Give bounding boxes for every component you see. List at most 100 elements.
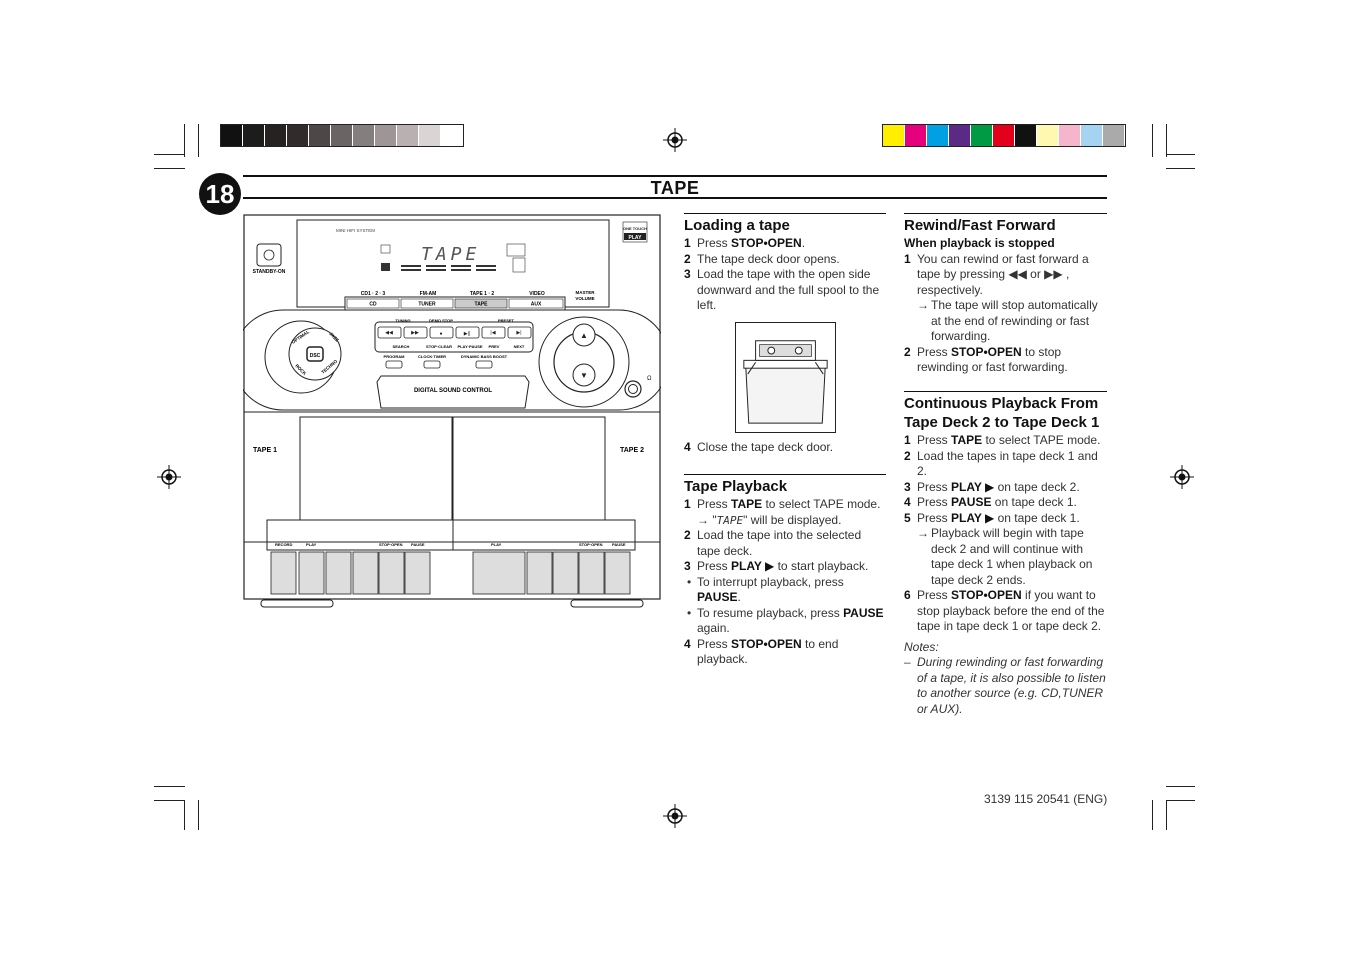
crop-mark — [1166, 800, 1167, 830]
color-swatch — [949, 125, 971, 146]
svg-text:▶||: ▶|| — [464, 331, 470, 337]
rewind-heading: Rewind/Fast Forward — [904, 213, 1107, 235]
dsc-key-label: DSC — [310, 353, 321, 359]
color-calibration-bar — [882, 124, 1126, 147]
grayscale-swatch — [331, 125, 353, 146]
svg-text:▶|: ▶| — [516, 330, 521, 336]
crop-mark — [198, 800, 199, 830]
color-swatch — [905, 125, 927, 146]
grayscale-swatch — [221, 125, 243, 146]
grayscale-swatch — [309, 125, 331, 146]
page-title: TAPE — [650, 178, 700, 198]
mini-hifi-illustration: MINI HIFI SYSTEM TAPE ONE TOUCH PLAY STA… — [243, 214, 661, 608]
grayscale-swatch — [265, 125, 287, 146]
deck1-play: PLAY — [306, 542, 317, 547]
source-top-cd: CD1 · 2 · 3 — [361, 291, 386, 297]
standby-label: STANDBY-ON — [253, 269, 286, 275]
playback-step-1-result: → "TAPE" will be displayed. — [697, 512, 842, 527]
autoplay-badge-top: ONE TOUCH — [623, 226, 647, 231]
transport-demo-stop: DEMO STOP — [429, 318, 453, 323]
registration-mark-icon — [1170, 465, 1194, 489]
color-swatch — [1081, 125, 1103, 146]
color-swatch — [1037, 125, 1059, 146]
deck2-stop-open: STOP·OPEN — [579, 542, 603, 547]
crop-mark — [154, 154, 185, 155]
transport-tuning: TUNING — [395, 318, 410, 323]
playback-bullet-2: •To resume playback, press PAUSE again. — [687, 605, 884, 636]
crop-mark — [1166, 800, 1195, 801]
registration-mark-icon — [157, 465, 181, 489]
crop-mark — [154, 800, 185, 801]
source-key-tape: TAPE — [475, 302, 489, 308]
master-volume-label-1: MASTER — [576, 290, 596, 295]
crop-mark — [184, 124, 185, 157]
crop-mark — [154, 168, 185, 169]
svg-text:▼: ▼ — [580, 371, 588, 380]
deck2-play: PLAY — [491, 542, 502, 547]
loading-heading: Loading a tape — [684, 213, 886, 235]
grayscale-swatch — [243, 125, 265, 146]
transport-next: NEXT — [514, 344, 525, 349]
rewind-section: Rewind/Fast Forward When playback is sto… — [904, 213, 1107, 376]
rewind-subheading: When playback is stopped — [904, 236, 1055, 250]
model-label: MINI HIFI SYSTEM — [336, 228, 375, 233]
svg-text:◀◀: ◀◀ — [385, 330, 393, 336]
crop-mark — [1166, 168, 1195, 169]
source-top-video: VIDEO — [529, 291, 545, 297]
svg-text:▶▶: ▶▶ — [411, 330, 419, 336]
transport-search: SEARCH — [393, 344, 410, 349]
function-program: PROGRAM — [384, 354, 406, 359]
grayscale-calibration-bar — [220, 124, 464, 147]
color-swatch — [883, 125, 905, 146]
continuous-section: Continuous Playback From Tape Deck 2 to … — [904, 391, 1107, 717]
svg-text:Ω: Ω — [647, 376, 652, 382]
registration-mark-icon — [663, 804, 687, 828]
crop-mark — [1166, 786, 1195, 787]
transport-prev: PREV — [489, 344, 500, 349]
playback-heading: Tape Playback — [684, 474, 886, 496]
color-swatch — [1103, 125, 1125, 146]
continuous-step-5-result: →Playback will begin with tape deck 2 an… — [917, 526, 1093, 587]
grayscale-swatch — [441, 125, 463, 146]
playback-bullet-1: •To interrupt playback, press PAUSE. — [687, 574, 844, 605]
crop-mark — [154, 786, 185, 787]
crop-mark — [198, 124, 199, 157]
crop-mark — [1166, 124, 1167, 157]
deck1-stop-open: STOP·OPEN — [379, 542, 403, 547]
function-dbb: DYNAMIC BASS BOOST — [461, 354, 508, 359]
source-top-tape: TAPE 1 · 2 — [470, 291, 495, 297]
page-number: 18 — [199, 173, 241, 215]
rewind-step-1-result: →The tape will stop automatically at the… — [917, 298, 1098, 343]
deck1-label: TAPE 1 — [253, 447, 277, 454]
source-top-fm: FM-AM — [420, 291, 437, 297]
dsc-jazz-label: JAZZ — [328, 331, 340, 343]
dsc-panel-label: DIGITAL SOUND CONTROL — [414, 388, 492, 394]
source-key-tuner: TUNER — [418, 302, 436, 308]
source-key-aux: AUX — [531, 302, 542, 308]
transport-play-pause: PLAY·PAUSE — [457, 344, 482, 349]
color-swatch — [1015, 125, 1037, 146]
note-item: –During rewinding or fast forwarding of … — [904, 655, 1106, 716]
transport-preset: PRESET — [498, 318, 515, 323]
document-code: 3139 115 20541 (ENG) — [984, 792, 1108, 806]
svg-text:▲: ▲ — [580, 331, 588, 340]
section-title-bar: TAPE — [243, 175, 1107, 199]
autoplay-badge-bottom: PLAY — [629, 235, 643, 241]
crop-mark — [1152, 800, 1153, 830]
color-swatch — [993, 125, 1015, 146]
deck1-pause: PAUSE — [411, 542, 425, 547]
deck2-label: TAPE 2 — [620, 447, 644, 454]
